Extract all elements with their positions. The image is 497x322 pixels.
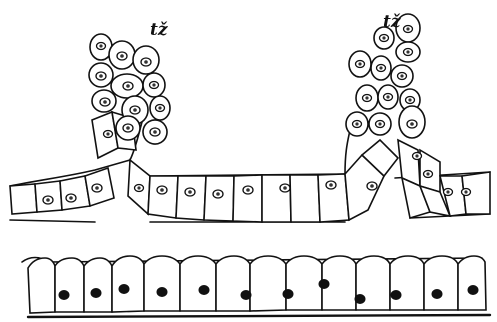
right-bud-label: tž [383, 12, 401, 32]
budding-epithelium: tž tž [10, 12, 490, 222]
right-sheet-cells [398, 140, 490, 218]
columnar-cells [28, 256, 486, 313]
left-bud-cluster [89, 34, 171, 158]
middle-sheet-cells [128, 160, 349, 222]
left-sheet-cells [10, 168, 114, 214]
left-bud-label: tž [150, 20, 168, 40]
simple-epithelium [22, 256, 490, 317]
